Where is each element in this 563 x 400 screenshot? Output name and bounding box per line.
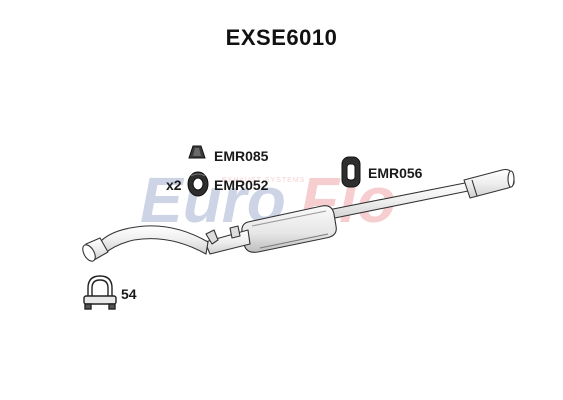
rubber-hanger-icon (341, 156, 361, 188)
rubber-ring-mount-icon (187, 171, 209, 197)
u-bolt-clamp-icon (83, 275, 117, 310)
exhaust-rear-section-icon (82, 168, 515, 262)
watermark-tagline: EXHAUST SYSTEMS (222, 177, 305, 184)
part-label-clamp: 54 (121, 286, 137, 302)
part-label-emr056: EMR056 (368, 165, 423, 181)
part-label-emr085: EMR085 (214, 148, 269, 164)
page-title: EXSE6010 (225, 25, 338, 50)
rubber-bump-stop-icon (188, 145, 206, 159)
part-quantity-emr052: x2 (166, 177, 182, 193)
part-label-emr052: EMR052 (214, 177, 269, 193)
